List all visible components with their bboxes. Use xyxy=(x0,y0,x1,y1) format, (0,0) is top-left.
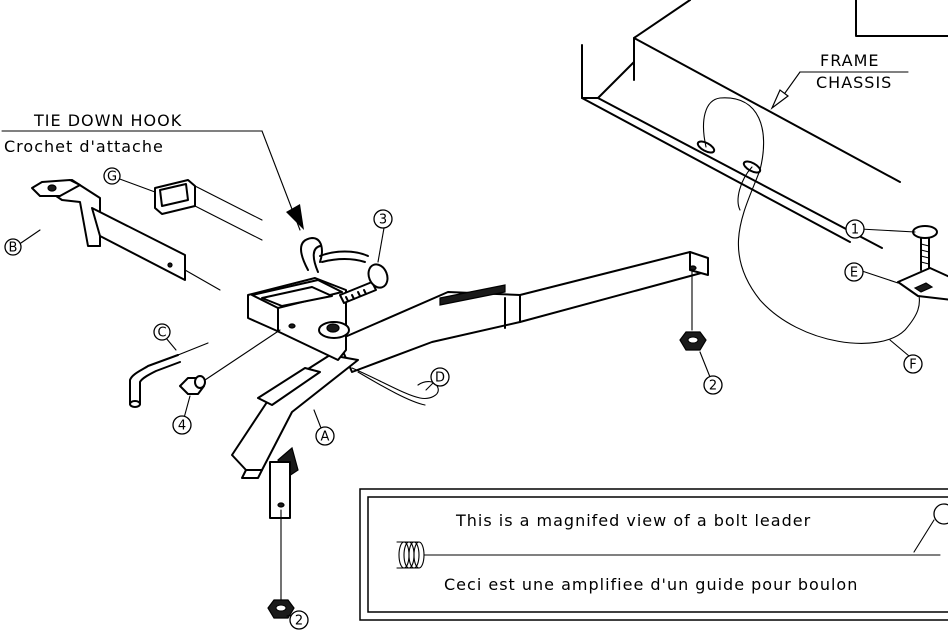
note-box: This is a magnifed view of a bolt leader… xyxy=(359,488,948,621)
frame-label-en: FRAME xyxy=(820,51,880,70)
svg-text:F: F xyxy=(909,358,916,373)
tie-down-hook-label-en: TIE DOWN HOOK xyxy=(33,111,182,130)
frame-label-fr: CHASSIS xyxy=(816,73,892,92)
svg-text:2: 2 xyxy=(709,379,717,394)
svg-text:4: 4 xyxy=(178,419,186,434)
nut-4 xyxy=(179,329,281,395)
bolt-1 xyxy=(912,225,938,271)
svg-text:D: D xyxy=(435,371,445,386)
bubble-a: A xyxy=(315,426,335,446)
wire-f xyxy=(702,97,921,344)
bubble-4: 4 xyxy=(172,415,192,435)
frame-callout: FRAME CHASSIS xyxy=(770,51,909,110)
bubble-3: 3 xyxy=(373,209,393,229)
bubble-e: E xyxy=(844,262,864,282)
bubble-f: F xyxy=(903,354,923,374)
bolt-3 xyxy=(339,227,389,304)
pin-c xyxy=(129,342,209,408)
tie-down-hook-label-fr: Crochet d'attache xyxy=(4,137,164,156)
tie-down-hook-callout: TIE DOWN HOOK Crochet d'attache xyxy=(1,111,304,231)
bubble-b: B xyxy=(4,238,22,256)
frame-chassis xyxy=(581,0,948,249)
svg-text:C: C xyxy=(157,326,166,341)
bolt-leader-icon xyxy=(396,541,941,569)
note-text-en: This is a magnifed view of a bolt leader xyxy=(455,511,811,530)
note-text-fr: Ceci est une amplifiee d'un guide pour b… xyxy=(444,575,858,594)
clip-d xyxy=(351,367,439,406)
bubble-d: D xyxy=(430,367,450,387)
bracket-b xyxy=(31,179,221,291)
tie-down-hook xyxy=(300,237,369,273)
insert-g xyxy=(154,179,263,241)
bubble-g: G xyxy=(103,167,121,185)
bubble-c: C xyxy=(153,323,171,341)
nut-2-bottom xyxy=(267,599,295,619)
nut-2-right xyxy=(679,331,707,351)
bubble-2-right: 2 xyxy=(703,375,723,395)
svg-text:A: A xyxy=(321,430,330,445)
svg-text:E: E xyxy=(850,266,858,281)
svg-text:3: 3 xyxy=(379,213,387,228)
bubble-1: 1 xyxy=(845,219,865,239)
svg-text:2: 2 xyxy=(295,614,303,629)
bubble-2-bottom: 2 xyxy=(289,610,309,630)
plate-e xyxy=(897,267,948,301)
tongue-arm-right xyxy=(337,251,709,373)
coupler-bracket xyxy=(247,277,350,361)
svg-text:1: 1 xyxy=(851,223,859,238)
svg-text:G: G xyxy=(107,170,117,185)
leader-lines xyxy=(17,177,916,617)
svg-text:B: B xyxy=(9,241,18,256)
tongue-arm-a xyxy=(231,354,359,601)
